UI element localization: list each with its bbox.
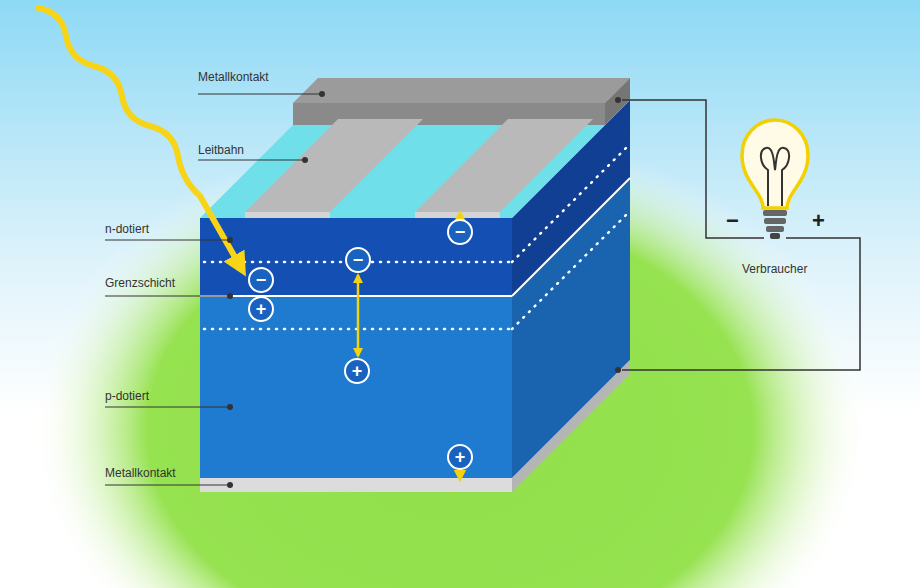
top-contact: [605, 78, 630, 125]
conductor-track: [415, 119, 593, 212]
light-ray: [38, 8, 240, 266]
flow-arrow: [459, 470, 462, 476]
part-label: p-dotiert: [105, 389, 149, 403]
charge-circle: +: [344, 358, 370, 384]
polarity-sign: −: [726, 210, 739, 232]
bottom-contact: [200, 478, 512, 492]
charge-sign: −: [353, 251, 364, 269]
junction-line: [200, 295, 512, 297]
junction-line: [512, 178, 630, 296]
light-bulb: [742, 120, 808, 239]
part-label: Verbraucher: [742, 262, 807, 276]
bottom-contact-side: [512, 360, 630, 492]
front-p-layer: [200, 296, 512, 478]
wire: [622, 238, 860, 370]
top-contact: [293, 78, 630, 103]
part-label: Metallkontakt: [198, 70, 269, 84]
charge-circle: −: [248, 267, 274, 293]
top-face: [200, 100, 630, 218]
charge-circle: +: [447, 444, 473, 470]
part-label: n-dotiert: [105, 222, 149, 236]
part-label: Leitbahn: [198, 143, 244, 157]
charge-sign: −: [256, 271, 267, 289]
charge-circle: −: [447, 219, 473, 245]
part-label: Grenzschicht: [105, 276, 175, 290]
charge-sign: +: [352, 362, 363, 380]
charge-circle: +: [248, 296, 274, 322]
separation-arrow: [357, 275, 360, 356]
front-n-layer: [200, 218, 512, 296]
polarity-sign: +: [812, 210, 825, 232]
conductor-track: [245, 212, 330, 218]
charge-sign: +: [256, 300, 267, 318]
wire-dot: [615, 97, 621, 103]
charge-sign: +: [455, 448, 466, 466]
leader-line: [105, 94, 320, 485]
part-label: Metallkontakt: [105, 466, 176, 480]
wire-dot: [615, 367, 621, 373]
conductor-track: [245, 119, 423, 212]
charge-sign: −: [455, 223, 466, 241]
conductor-track: [415, 212, 500, 218]
depletion-boundary: [204, 144, 630, 329]
charge-circle: −: [345, 247, 371, 273]
